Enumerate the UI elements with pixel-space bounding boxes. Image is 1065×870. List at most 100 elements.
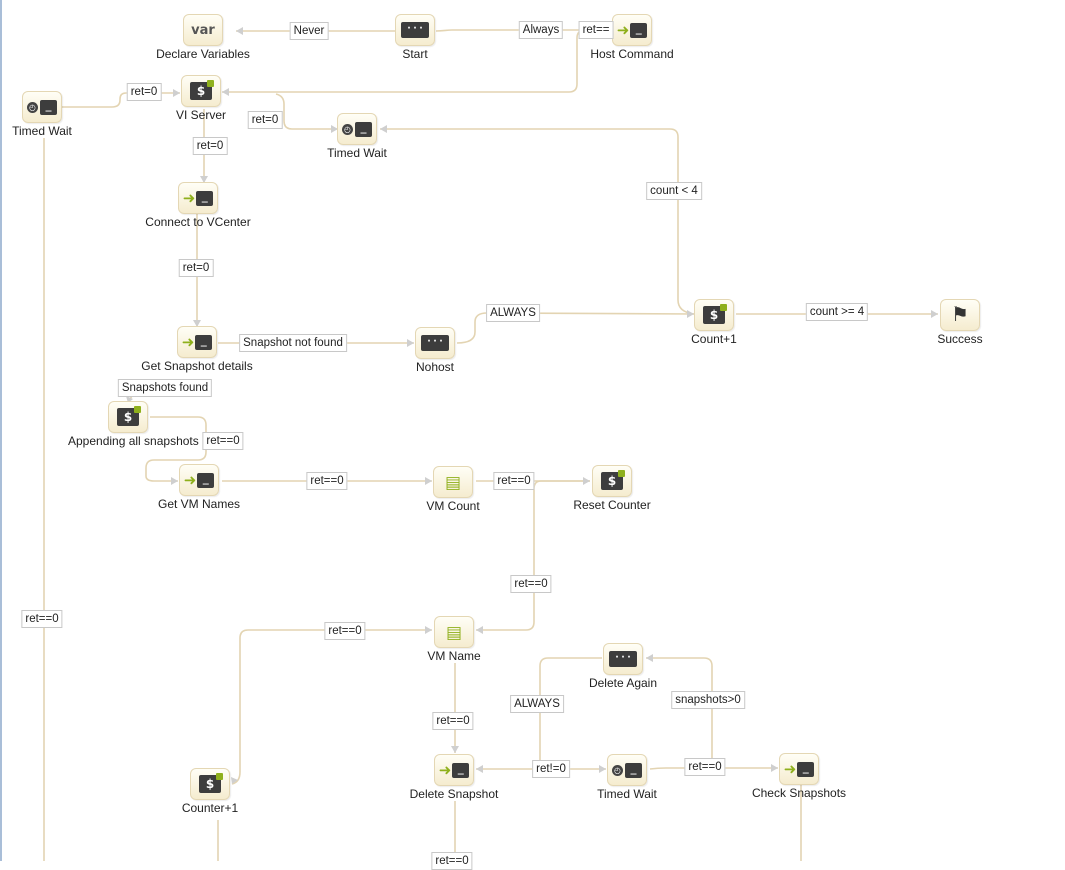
wire-label-reteq-vmnames[interactable]: ret==0 [306, 472, 348, 490]
wire-label-ret0-vcenter[interactable]: ret=0 [192, 137, 228, 155]
wire-label-always[interactable]: Always [518, 21, 564, 39]
arrow-wait3 [599, 765, 606, 773]
wire-label-reteq-wait3[interactable]: ret==0 [684, 758, 726, 776]
node-count-plus-1[interactable]: $ Count+1 [654, 299, 774, 346]
wire-viserver-wait2 [275, 93, 338, 130]
canvas-left-border [0, 0, 2, 861]
arrow-vcenter [200, 176, 208, 183]
wire-label-reteq-append[interactable]: ret==0 [202, 432, 244, 450]
timed-wait-icon: ◴_ [27, 99, 57, 115]
wire-label-count-ge-4[interactable]: count >= 4 [805, 303, 869, 321]
wire-label-count-lt-4[interactable]: count < 4 [646, 182, 702, 200]
timed-wait-icon: ◴_ [342, 121, 372, 137]
node-label: Start [402, 47, 428, 61]
node-label: Counter+1 [181, 801, 239, 815]
wire-nohost-count [456, 312, 695, 344]
host-command-icon: ➜_ [439, 762, 470, 778]
node-vm-name[interactable]: ▤ VM Name [394, 616, 514, 663]
node-get-snapshot-details[interactable]: ➜_ Get Snapshot details [137, 326, 257, 373]
wire-label-ret0-wait1[interactable]: ret=0 [126, 83, 162, 101]
wire-label-snapshots-gt-0[interactable]: snapshots>0 [671, 691, 745, 709]
node-vi-server[interactable]: $ VI Server [141, 75, 261, 122]
script-icon: $ [601, 470, 625, 490]
node-delete-snapshot[interactable]: ➜_ Delete Snapshot [394, 754, 514, 801]
node-label: Timed Wait [597, 787, 657, 801]
node-host-command[interactable]: ➜_ Host Command [572, 14, 692, 61]
node-nohost[interactable]: ··· Nohost [375, 327, 495, 374]
terminal-icon: ··· [609, 651, 637, 667]
wire-label-retne-delete[interactable]: ret!=0 [532, 760, 570, 778]
terminal-icon: ··· [401, 22, 429, 38]
node-counter-plus-1[interactable]: $ Counter+1 [150, 768, 270, 815]
arrow-vmname-a [476, 626, 483, 634]
arrow-reset [583, 477, 590, 485]
arrow-vmname-b [425, 626, 432, 634]
node-label: Reset Counter [573, 498, 651, 512]
node-label: Get Snapshot details [141, 359, 253, 373]
wire-label-ret-host[interactable]: ret== [578, 21, 614, 39]
node-label: VM Name [427, 649, 481, 663]
node-appending-snapshots[interactable]: $ Appending all snapshots [68, 401, 199, 448]
arrow-snapdetails [193, 320, 201, 327]
node-delete-again[interactable]: ··· Delete Again [563, 643, 683, 690]
wire-label-reteq-left[interactable]: ret==0 [21, 610, 63, 628]
node-label: Count+1 [691, 332, 737, 346]
node-label: Delete Again [588, 676, 658, 690]
wire-label-always-nohost[interactable]: ALWAYS [486, 304, 540, 322]
arrow-viserver-a [222, 88, 229, 96]
wire-label-snapshot-not-found[interactable]: Snapshot not found [239, 334, 347, 352]
condition-icon: ▤ [444, 472, 462, 492]
node-vm-count[interactable]: ▤ VM Count [393, 466, 513, 513]
script-icon: $ [199, 773, 223, 793]
node-timed-wait-3[interactable]: ◴_ Timed Wait [567, 754, 687, 801]
wire-wait3-checksnap [649, 767, 778, 770]
wire-label-reteq-vmcount[interactable]: ret==0 [493, 472, 535, 490]
host-command-icon: ➜_ [182, 334, 213, 350]
wire-label-snapshots-found[interactable]: Snapshots found [117, 379, 213, 397]
node-label: Appending all snapshots [68, 434, 199, 448]
node-start[interactable]: ··· Start [355, 14, 475, 61]
node-label: Get VM Names [157, 497, 241, 511]
arrow-deleteagain [646, 654, 653, 662]
node-timed-wait-2[interactable]: ◴_ Timed Wait [297, 113, 417, 160]
var-icon: var [191, 22, 215, 38]
wire-label-never[interactable]: Never [289, 22, 329, 40]
wire-checksnap-deleteagain [646, 657, 713, 768]
wire-start-host [435, 29, 612, 32]
arrow-success [931, 310, 938, 318]
wire-wait1-viserver [62, 92, 180, 108]
node-declare-variables[interactable]: var Declare Variables [143, 14, 263, 61]
node-connect-vcenter[interactable]: ➜_ Connect to VCenter [138, 182, 258, 229]
node-label: Timed Wait [327, 146, 387, 160]
node-reset-counter[interactable]: $ Reset Counter [552, 465, 672, 512]
arrow-counter [231, 777, 238, 784]
node-check-snapshots[interactable]: ➜_ Check Snapshots [739, 753, 859, 800]
node-label: VI Server [175, 108, 226, 122]
wire-label-ret0-wait2[interactable]: ret=0 [247, 111, 283, 129]
node-label: Delete Snapshot [409, 787, 499, 801]
node-success[interactable]: ⚑ Success [900, 299, 1020, 346]
host-command-icon: ➜_ [184, 472, 215, 488]
wire-count-wait2 [380, 128, 695, 315]
host-command-icon: ➜_ [617, 22, 648, 38]
wire-label-reteq-counter[interactable]: ret==0 [324, 622, 366, 640]
script-icon: $ [117, 406, 141, 426]
node-label: Connect to VCenter [145, 215, 251, 229]
node-label: Nohost [415, 360, 455, 374]
wire-label-reteq-reset[interactable]: ret==0 [510, 575, 552, 593]
arrow-wait2-a [331, 125, 338, 133]
timed-wait-icon: ◴_ [612, 762, 642, 778]
wire-label-reteq-bottom[interactable]: ret==0 [431, 852, 473, 870]
arrow-wait2-b [380, 125, 387, 133]
wire-label-always-delete[interactable]: ALWAYS [510, 695, 564, 713]
condition-icon: ▤ [445, 622, 463, 642]
arrow-nohost [407, 339, 414, 347]
checkered-flag-icon: ⚑ [951, 304, 969, 326]
node-label: Declare Variables [156, 47, 250, 61]
node-label: Host Command [590, 47, 674, 61]
node-get-vm-names[interactable]: ➜_ Get VM Names [139, 464, 259, 511]
wire-label-ret0-snapshot[interactable]: ret=0 [178, 259, 214, 277]
node-timed-wait-1[interactable]: ◴_ Timed Wait [0, 91, 102, 138]
wire-label-reteq-vmname[interactable]: ret==0 [432, 712, 474, 730]
